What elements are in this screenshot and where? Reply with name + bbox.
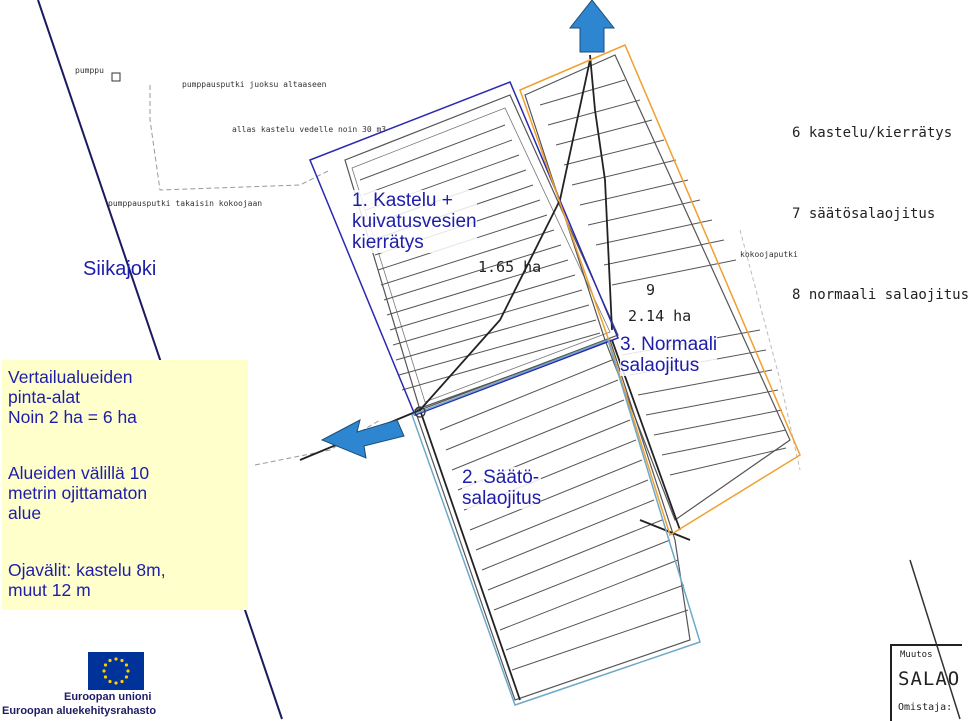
title-block-code: SALAO: [898, 668, 961, 690]
zone-3-label: 3. Normaali salaojitus: [620, 334, 718, 376]
field-number-9: 9: [646, 281, 656, 299]
eu-logo-text: Euroopan unioni Euroopan aluekehitysraha…: [2, 690, 156, 718]
zone-3-border: [519, 44, 801, 537]
boundary-dashed: [149, 85, 331, 191]
pump-symbol: [111, 72, 121, 82]
legend: 6 kastelu/kierrätys 7 säätösalaojitus 8 …: [792, 66, 969, 336]
note-spacing: Ojavälit: kastelu 8m, muut 12 m: [8, 560, 166, 600]
legend-item-6: 6 kastelu/kierrätys: [792, 125, 953, 141]
note-basin: allas kastelu vedelle noin 30 m3: [232, 125, 387, 134]
area-label-1: 1.65 ha: [478, 258, 542, 276]
drains-zone-2: [439, 359, 689, 671]
outflow-arrow-icon: [568, 0, 616, 53]
legend-item-7: 7 säätösalaojitus: [792, 206, 936, 222]
zone-2-label: 2. Säätö- salaojitus: [462, 467, 542, 509]
area-label-2: 2.14 ha: [628, 307, 692, 325]
eu-line-1: Euroopan unioni: [64, 691, 152, 703]
title-block: Muutos SALAO Omistaja:: [890, 644, 962, 721]
legend-item-8: 8 normaali salaojitus: [792, 287, 969, 303]
survey-line-right: [909, 559, 961, 720]
boundary-dashed-3: [739, 229, 801, 471]
note-pumppu: pumppu: [75, 66, 104, 75]
zone-2-border: [411, 339, 701, 706]
zone-1-border: [309, 81, 619, 416]
well-symbol: [414, 406, 426, 418]
title-block-owner: Omistaja:: [898, 702, 953, 713]
field-3-outline: [524, 54, 791, 521]
note-collector: kokoojaputki: [740, 250, 798, 259]
page-title: Siikajoki: [83, 258, 157, 280]
field-2-outline: [414, 339, 691, 701]
note-gap: Alueiden välillä 10 metrin ojittamaton a…: [8, 463, 150, 523]
drains-zone-3: [539, 79, 787, 476]
title-block-label: Muutos: [900, 650, 933, 660]
note-areas: Vertailualueiden pinta-alat Noin 2 ha = …: [8, 367, 137, 427]
eu-line-2: Euroopan aluekehitysrahasto: [2, 705, 157, 717]
note-return-pipe: pumppausputki takaisin kokoojaan: [108, 199, 263, 208]
notes-box: Vertailualueiden pinta-alat Noin 2 ha = …: [2, 360, 248, 610]
eu-stars: [102, 657, 130, 685]
zone-1-label: 1. Kastelu + kuivatusvesien kierrätys: [352, 190, 477, 253]
field-1-inner: [351, 107, 611, 403]
note-pumping-pipe: pumppausputki juoksu altaaseen: [182, 80, 327, 89]
inflow-arrow-icon: [320, 419, 405, 459]
collector-pipes: [299, 54, 691, 701]
field-1-outline: [344, 94, 619, 411]
